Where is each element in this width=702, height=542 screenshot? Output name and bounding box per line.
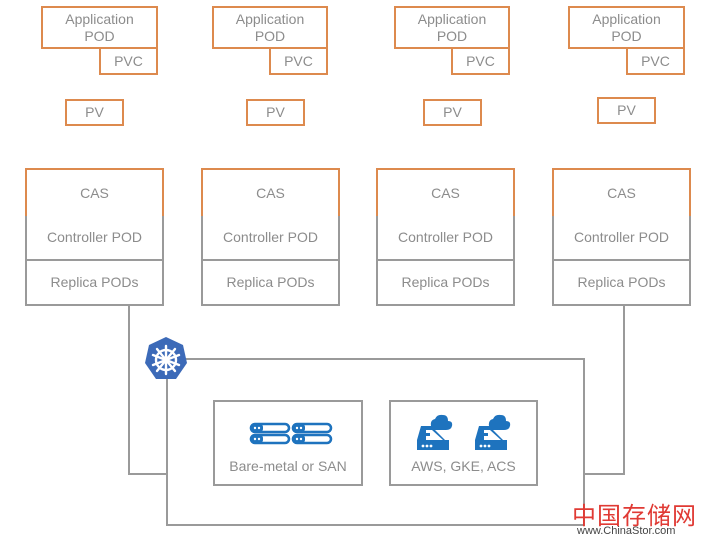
watermark-url: www.ChinaStor.com: [577, 525, 676, 537]
cas-box: CAS: [552, 168, 691, 218]
storage-cloud: AWS, GKE, ACS: [389, 400, 538, 486]
replica-pods: Replica PODs: [552, 259, 691, 306]
connector-right-horizontal: [583, 473, 625, 475]
pvc-1: PVC: [99, 47, 158, 75]
pv-4: PV: [597, 97, 656, 124]
cas-box: CAS: [201, 168, 340, 218]
pv-3: PV: [423, 99, 482, 126]
pv-2: PV: [246, 99, 305, 126]
controller-pod: Controller POD: [376, 216, 515, 261]
cas-box: CAS: [376, 168, 515, 218]
application-pod-1: Application POD: [41, 6, 158, 49]
cas-stack-2: CAS Controller POD Replica PODs: [201, 168, 340, 306]
replica-pods: Replica PODs: [376, 259, 515, 306]
connector-left-vertical: [128, 306, 130, 475]
controller-pod: Controller POD: [201, 216, 340, 261]
replica-pods: Replica PODs: [201, 259, 340, 306]
cas-stack-1: CAS Controller POD Replica PODs: [25, 168, 164, 306]
kubernetes-cluster-frame: [166, 358, 585, 526]
pv-1: PV: [65, 99, 124, 126]
controller-pod: Controller POD: [552, 216, 691, 261]
storage-bare-metal: Bare-metal or SAN: [213, 400, 363, 486]
application-pod-2: Application POD: [212, 6, 328, 49]
kubernetes-helm-icon: [142, 335, 190, 383]
application-pod-4: Application POD: [568, 6, 685, 49]
storage-label: AWS, GKE, ACS: [411, 457, 516, 474]
cas-box: CAS: [25, 168, 164, 218]
server-rack-icon: [249, 422, 333, 446]
cas-stack-4: CAS Controller POD Replica PODs: [552, 168, 691, 306]
pvc-3: PVC: [451, 47, 510, 75]
pvc-2: PVC: [269, 47, 328, 75]
storage-label: Bare-metal or SAN: [229, 457, 347, 474]
connector-left-horizontal: [128, 473, 168, 475]
cloud-server-icon: [415, 412, 455, 452]
connector-right-vertical: [623, 306, 625, 475]
watermark-brand: 中国存储网: [572, 502, 697, 530]
cas-stack-3: CAS Controller POD Replica PODs: [376, 168, 515, 306]
replica-pods: Replica PODs: [25, 259, 164, 306]
cloud-server-icon: [473, 412, 513, 452]
application-pod-3: Application POD: [394, 6, 510, 49]
pvc-4: PVC: [626, 47, 685, 75]
controller-pod: Controller POD: [25, 216, 164, 261]
